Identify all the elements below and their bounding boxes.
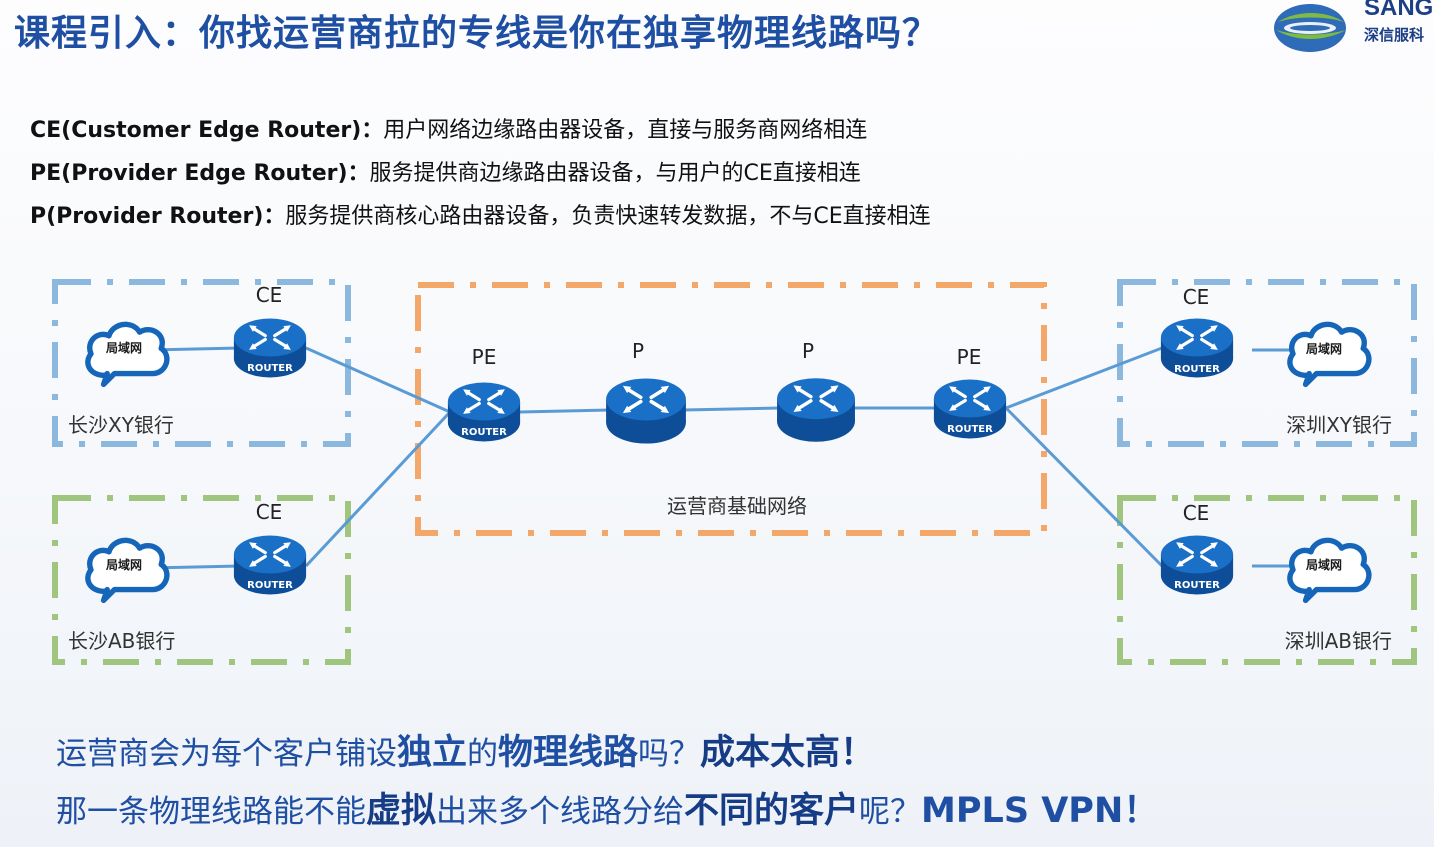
pe-label: PE [957, 345, 982, 369]
pe-label: PE [472, 345, 497, 369]
definition-pe: PE(Provider Edge Router)：服务提供商边缘路由器设备，与用… [30, 155, 861, 187]
logo-emblem-icon [1274, 4, 1346, 52]
definition-term: P(Provider Router)： [30, 204, 286, 229]
lan-label: 局域网 [1306, 341, 1342, 356]
p-router-icon [606, 378, 686, 443]
site-name: 深圳AB银行 [1285, 629, 1392, 653]
question-text: 出来多个线路分给 [436, 794, 685, 830]
question-emphasis: 虚拟 [366, 791, 437, 831]
lan-label: 局域网 [106, 340, 142, 355]
definition-desc: 用户网络边缘路由器设备，直接与服务商网络相连 [383, 118, 868, 143]
link-pe-ce [1004, 406, 1164, 568]
router-label: ROUTER [461, 427, 507, 438]
question-emphasis: 独立 [397, 733, 468, 773]
definition-desc: 服务提供商核心路由器设备，负责快速转发数据，不与CE直接相连 [285, 204, 931, 229]
p-router-icon [777, 378, 855, 442]
answer-emphasis: 成本太高！ [700, 733, 876, 773]
site-name: 深圳XY银行 [1286, 413, 1392, 437]
link-ce-pe [304, 410, 452, 568]
logo-text: SANG [1364, 0, 1434, 21]
p-label: P [632, 339, 644, 363]
definition-p: P(Provider Router)：服务提供商核心路由器设备，负责快速转发数据… [30, 198, 931, 230]
link-ce-pe [305, 346, 451, 414]
network-links [149, 346, 1300, 570]
question-line-2: 那一条物理线路能不能虚拟出来多个线路分给不同的客户呢？MPLS VPN！ [56, 782, 1158, 833]
site-box-changsha-ab [52, 495, 351, 665]
p-label: P [802, 339, 814, 363]
question-emphasis: 物理线路 [498, 733, 639, 773]
site-box-changsha-xy [52, 279, 351, 447]
site-name: 长沙AB银行 [68, 629, 175, 653]
lan-label: 局域网 [1306, 557, 1342, 572]
definition-desc: 服务提供商边缘路由器设备，与用户的CE直接相连 [369, 161, 861, 186]
definition-ce: CE(Customer Edge Router)：用户网络边缘路由器设备，直接与… [30, 112, 867, 144]
link-p-p [683, 406, 781, 412]
logo-subtext: 深信服科 [1364, 26, 1425, 44]
question-text: 运营商会为每个客户铺设 [56, 736, 397, 772]
question-text: 的 [467, 736, 499, 772]
link-pe-ce [1005, 346, 1163, 410]
question-emphasis: 不同的客户 [684, 791, 860, 831]
definition-term: CE(Customer Edge Router)： [30, 118, 384, 143]
question-text: 呢？ [859, 794, 922, 830]
answer-emphasis: MPLS VPN！ [921, 791, 1159, 831]
question-text: 吗？ [638, 736, 701, 772]
question-line-1: 运营商会为每个客户铺设独立的物理线路吗？成本太高！ [56, 724, 875, 775]
question-text: 那一条物理线路能不能 [56, 794, 366, 830]
lan-label: 局域网 [106, 557, 142, 572]
definition-term: PE(Provider Edge Router)： [30, 161, 370, 186]
page-title: 课程引入：你找运营商拉的专线是你在独享物理线路吗？ [14, 13, 940, 54]
ce-label: CE [256, 500, 283, 524]
router-label: ROUTER [1174, 580, 1220, 591]
router-label: ROUTER [247, 363, 293, 374]
ce-label: CE [256, 283, 283, 307]
router-label: ROUTER [1174, 364, 1220, 375]
ce-label: CE [1183, 285, 1210, 309]
link-pe-p [519, 408, 611, 414]
provider-network-box [415, 282, 1047, 536]
provider-network-label: 运营商基础网络 [667, 494, 807, 518]
site-box-shenzhen-ab [1117, 495, 1417, 665]
site-name: 长沙XY银行 [68, 413, 174, 437]
company-logo: SANG 深信服科 [1272, 0, 1434, 60]
ce-label: CE [1183, 501, 1210, 525]
router-label: ROUTER [247, 580, 293, 591]
router-label: ROUTER [947, 424, 993, 435]
